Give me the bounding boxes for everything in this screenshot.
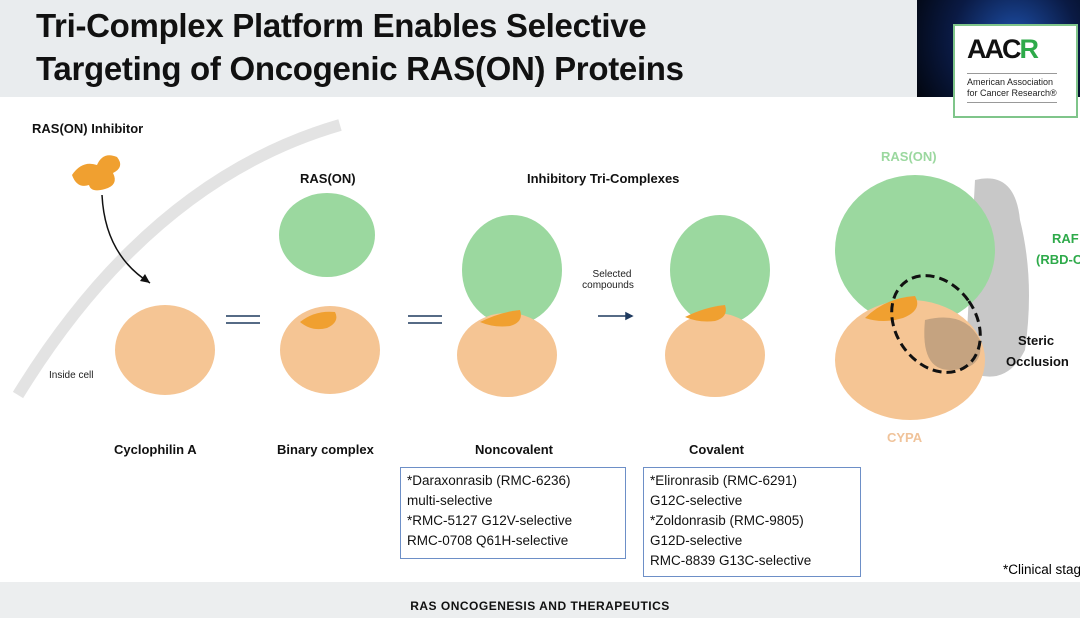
- binary-complex-label: Binary complex: [277, 442, 374, 457]
- slide-header: Tri-Complex Platform Enables Selective T…: [0, 0, 1080, 97]
- cyclophilin-protein: [280, 306, 380, 394]
- ras-on-protein: [279, 193, 375, 277]
- compound-line: G12C-selective: [650, 493, 743, 508]
- ras-on-protein: [670, 215, 770, 325]
- compound-line: *Elironrasib (RMC-6291): [650, 473, 798, 488]
- bound-inhibitor: [480, 310, 521, 327]
- noncovalent-label: Noncovalent: [475, 442, 554, 457]
- steric-occlusion-outline: [890, 274, 982, 374]
- cyclophilin-protein: [115, 305, 215, 395]
- ras-on-protein: [462, 215, 562, 325]
- tri-complexes-label: Inhibitory Tri-Complexes: [527, 171, 680, 186]
- occlusion-label: Occlusion: [1006, 354, 1069, 369]
- cyclophilin-protein: [457, 313, 557, 397]
- compound-line: *Zoldonrasib (RMC-9805): [650, 513, 804, 528]
- cypa-label: CYPA: [887, 430, 923, 445]
- slide-title-line-1: Tri-Complex Platform Enables Selective: [36, 7, 647, 44]
- compound-line: RMC-0708 Q61H-selective: [407, 533, 569, 548]
- equilibrium-arrow-1: [226, 315, 260, 324]
- raf-domain-label: (RBD-CRD): [1036, 252, 1080, 267]
- compound-line: multi-selective: [407, 493, 493, 508]
- compound-line: G12D-selective: [650, 533, 743, 548]
- covalent-label: Covalent: [689, 442, 744, 457]
- ras-on-label: RAS(ON): [300, 171, 356, 186]
- inhibitor-label: RAS(ON) Inhibitor: [32, 121, 144, 136]
- inside-cell-label: Inside cell: [49, 370, 94, 381]
- binding-arrow: [101, 194, 151, 284]
- footnote: *Clinical stage: [1003, 562, 1080, 577]
- compound-line: *Daraxonrasib (RMC-6236): [407, 473, 571, 488]
- forward-arrow: [598, 311, 634, 321]
- cyclophilin-label: Cyclophilin A: [114, 442, 197, 457]
- noncovalent-compounds-box: *Daraxonrasib (RMC-6236) multi-selective *…: [400, 467, 626, 559]
- compound-line: RMC-8839 G13C-selective: [650, 553, 812, 568]
- bound-inhibitor: [685, 305, 726, 322]
- covalent-compounds-box: *Elironrasib (RMC-6291) G12C-selective *Zo…: [643, 467, 861, 577]
- footer-text: RAS ONCOGENESIS AND THERAPEUTICS: [410, 599, 670, 613]
- bound-inhibitor: [300, 311, 337, 330]
- slide-footer: RAS ONCOGENESIS AND THERAPEUTICS: [0, 582, 1080, 618]
- raf-label: RAF: [1052, 231, 1079, 246]
- right-ras-on-label: RAS(ON): [881, 149, 937, 164]
- slide-title-line-2: Targeting of Oncogenic RAS(ON) Proteins: [36, 50, 684, 87]
- compound-line: *RMC-5127 G12V-selective: [407, 513, 573, 528]
- inhibitor-molecule: [72, 155, 121, 191]
- logo-wordmark: AACR: [967, 34, 1039, 64]
- cell-membrane: [12, 119, 342, 399]
- steric-label: Steric: [1018, 333, 1055, 348]
- equilibrium-arrow-2: [408, 315, 442, 324]
- overlap-region: [924, 317, 981, 370]
- binding-arrowhead: [140, 274, 150, 283]
- cyclophilin-protein: [665, 313, 765, 397]
